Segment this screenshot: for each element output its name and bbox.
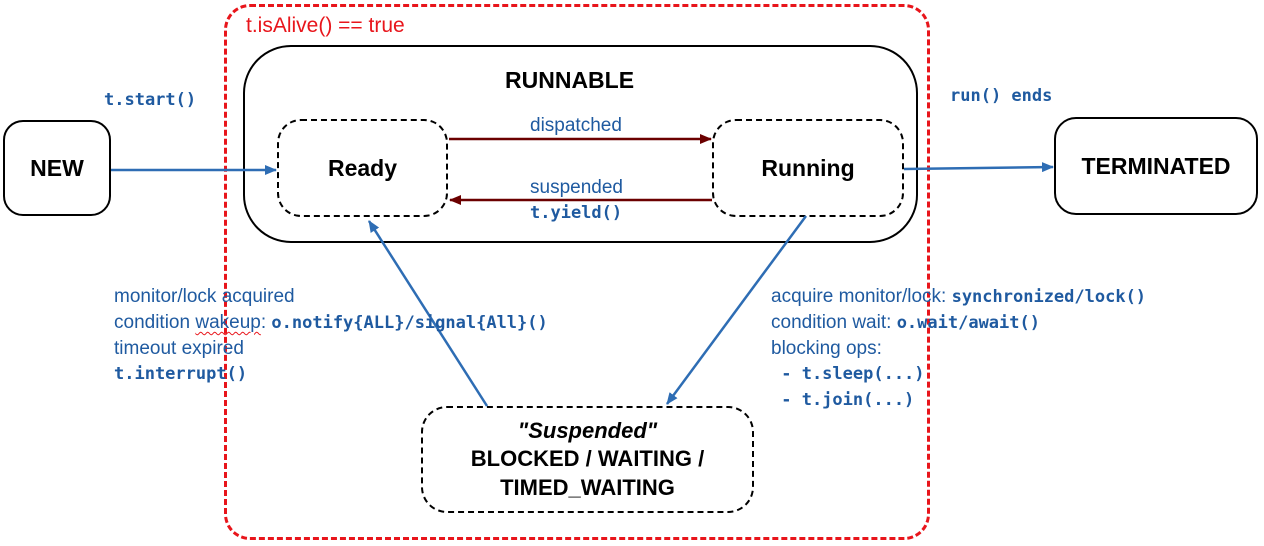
state-suspended-title: "Suspended": [517, 418, 658, 443]
state-new: NEW: [3, 120, 111, 216]
state-ready-label: Ready: [327, 154, 398, 181]
state-suspended-line1: BLOCKED / WAITING /: [470, 446, 705, 471]
state-runnable-label: RUNNABLE: [505, 67, 635, 93]
block-sleep: - t.sleep(...): [771, 364, 925, 384]
block-blocking-ops: blocking ops:: [771, 338, 882, 359]
label-dispatched: dispatched: [530, 115, 622, 136]
arrow-run-ends: [903, 162, 1054, 173]
wake-monitor-acquired: monitor/lock acquired: [114, 286, 295, 307]
block-acquire-line: acquire monitor/lock: synchronized/lock(…: [771, 286, 1146, 308]
wake-condition-word: wakeup: [195, 312, 261, 333]
block-acquire-prefix: acquire monitor/lock:: [771, 286, 952, 307]
wake-notify-code: o.notify{ALL}/signal{All}(): [271, 313, 548, 333]
wake-condition-line: condition wakeup: o.notify{ALL}/signal{A…: [114, 312, 548, 334]
block-wait-code: o.wait/await(): [896, 313, 1040, 333]
block-acquire-code: synchronized/lock(): [951, 287, 1147, 307]
state-terminated: TERMINATED: [1054, 117, 1258, 215]
state-running-label: Running: [761, 154, 855, 181]
label-start: t.start(): [104, 90, 197, 110]
label-run-ends: run() ends: [950, 86, 1053, 106]
state-runnable: [243, 45, 918, 243]
label-yield: t.yield(): [530, 203, 623, 223]
wake-timeout: timeout expired: [114, 338, 244, 359]
state-running: Running: [712, 119, 904, 217]
block-wait-line: condition wait: o.wait/await(): [771, 312, 1040, 334]
label-suspended: suspended: [530, 177, 623, 198]
state-new-label: NEW: [30, 154, 84, 181]
wake-condition-suffix: :: [260, 312, 272, 333]
state-suspended-line2: TIMED_WAITING: [500, 475, 675, 500]
arrow-to-ready: [367, 220, 489, 407]
alive-region-label: t.isAlive() == true: [246, 14, 405, 37]
state-suspended: "Suspended" BLOCKED / WAITING / TIMED_WA…: [421, 406, 754, 513]
alive-region: [224, 4, 930, 540]
block-join: - t.join(...): [771, 390, 915, 410]
state-ready: Ready: [277, 119, 448, 217]
wake-condition-prefix: condition: [114, 312, 196, 333]
block-wait-prefix: condition wait:: [771, 312, 897, 333]
arrow-to-suspended: [665, 215, 808, 405]
wake-interrupt: t.interrupt(): [114, 364, 248, 384]
state-terminated-label: TERMINATED: [1081, 152, 1231, 179]
